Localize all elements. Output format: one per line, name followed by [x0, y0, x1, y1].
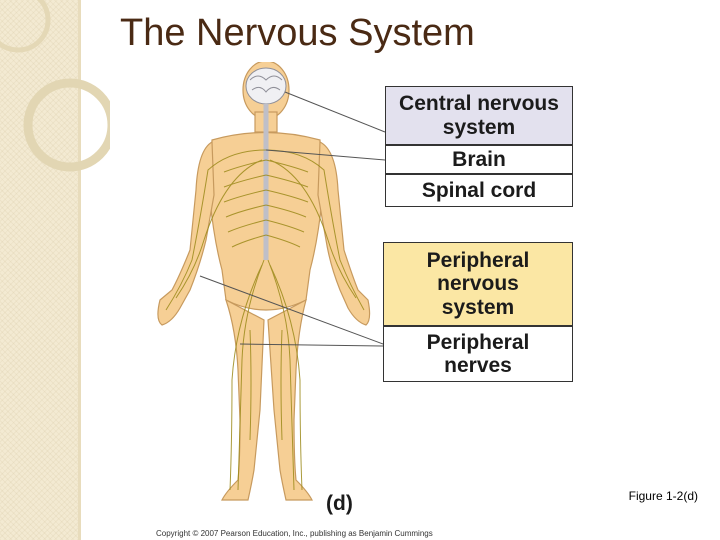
decorative-left-strip	[0, 0, 78, 540]
spinal-cord-label-text: Spinal cord	[421, 178, 537, 202]
brain-label-text: Brain	[452, 147, 506, 171]
nervous-system-figure	[157, 62, 386, 501]
copyright-notice: Copyright © 2007 Pearson Education, Inc.…	[156, 529, 433, 538]
cns-label-text: Central nervous system	[399, 92, 559, 139]
figure-caption: Figure 1-2(d)	[628, 489, 698, 503]
pns-label-text: Peripheral nervous system	[426, 249, 530, 319]
decorative-strip-edge	[78, 0, 81, 540]
brain-illustration	[245, 67, 287, 105]
brain-label: Brain	[385, 145, 573, 174]
decorative-circles	[0, 0, 110, 172]
panel-label: (d)	[326, 492, 353, 515]
cns-label: Central nervous system	[385, 86, 573, 145]
slide-title: The Nervous System	[120, 12, 475, 54]
pns-label: Peripheral nervous system	[383, 242, 573, 326]
peripheral-nerves-label: Peripheral nerves	[383, 326, 573, 382]
leader-lines	[199, 91, 386, 347]
peripheral-nerves-illustration	[165, 149, 365, 491]
peripheral-nerves-label-text: Peripheral nerves	[426, 330, 530, 377]
spinal-cord-label: Spinal cord	[385, 174, 573, 207]
